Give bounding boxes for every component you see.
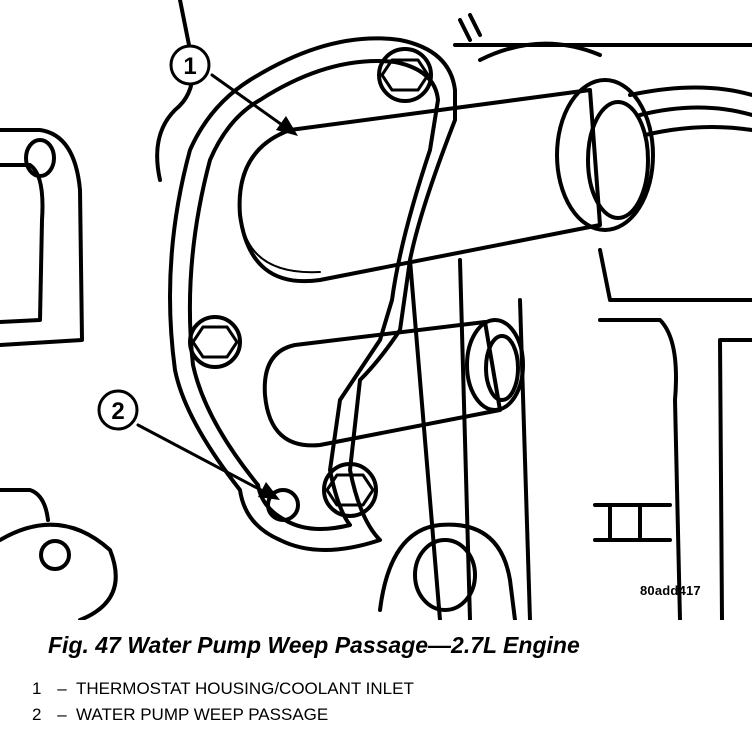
callout-1-leader — [210, 73, 294, 134]
upper-tube-bore — [586, 100, 650, 220]
callout-2-number: 2 — [111, 398, 124, 425]
legend-item-dash: – — [57, 705, 67, 724]
callout-1-number: 1 — [183, 53, 196, 80]
housing-flange-inner — [187, 59, 440, 531]
center-divider — [408, 258, 442, 620]
left-lower-edge — [0, 488, 50, 522]
lower-pipe — [378, 522, 517, 620]
callout-2-leader — [136, 423, 278, 500]
callout-1-marker: 1 — [169, 44, 211, 86]
bolt-middle — [188, 315, 242, 369]
right-upper-edge — [478, 41, 602, 62]
legend-item-label: THERMOSTAT HOUSING/COOLANT INLET — [76, 679, 414, 698]
lower-left-boss — [0, 522, 118, 620]
housing-flange — [168, 36, 457, 552]
left-block-port — [24, 138, 56, 178]
callout-1-arrowhead — [276, 116, 298, 136]
right-lower-detail — [593, 503, 672, 542]
lower-left-boss-hole — [39, 539, 71, 571]
figure-caption: Fig. 47 Water Pump Weep Passage—2.7L Eng… — [48, 632, 580, 658]
right-housing — [598, 248, 752, 302]
upper-tube-opening — [555, 78, 655, 232]
lower-tube-bore — [484, 334, 520, 402]
legend-item-number: 1 — [32, 679, 42, 698]
left-block-outline — [0, 128, 84, 347]
lower-tube-body — [262, 320, 502, 448]
figure-reference-code: 80add417 — [640, 583, 701, 598]
legend-item: 2–WATER PUMP WEEP PASSAGE — [32, 702, 414, 728]
callout-2-arrowhead — [258, 482, 280, 500]
left-block-inner — [0, 163, 45, 324]
engine-illustration: 1 2 — [0, 0, 752, 620]
callout-2-marker: 2 — [97, 389, 139, 431]
right-casting — [598, 318, 682, 620]
right-top-bracket — [453, 13, 752, 47]
upper-tube-shadow — [244, 234, 321, 274]
right-casting-inner — [718, 338, 752, 620]
bolt-bottom — [322, 462, 378, 518]
upper-tube-body — [237, 88, 602, 284]
bolt-top — [377, 47, 433, 103]
legend-item-number: 2 — [32, 705, 42, 724]
lower-pipe-opening — [413, 538, 477, 612]
right-column — [458, 258, 532, 620]
legend-item: 1–THERMOSTAT HOUSING/COOLANT INLET — [32, 676, 414, 702]
legend-item-dash: – — [57, 679, 67, 698]
callout-legend: 1–THERMOSTAT HOUSING/COOLANT INLET 2–WAT… — [32, 676, 414, 728]
right-ribs — [628, 85, 752, 137]
weep-passage-hole — [266, 488, 300, 522]
legend-item-label: WATER PUMP WEEP PASSAGE — [76, 705, 329, 724]
